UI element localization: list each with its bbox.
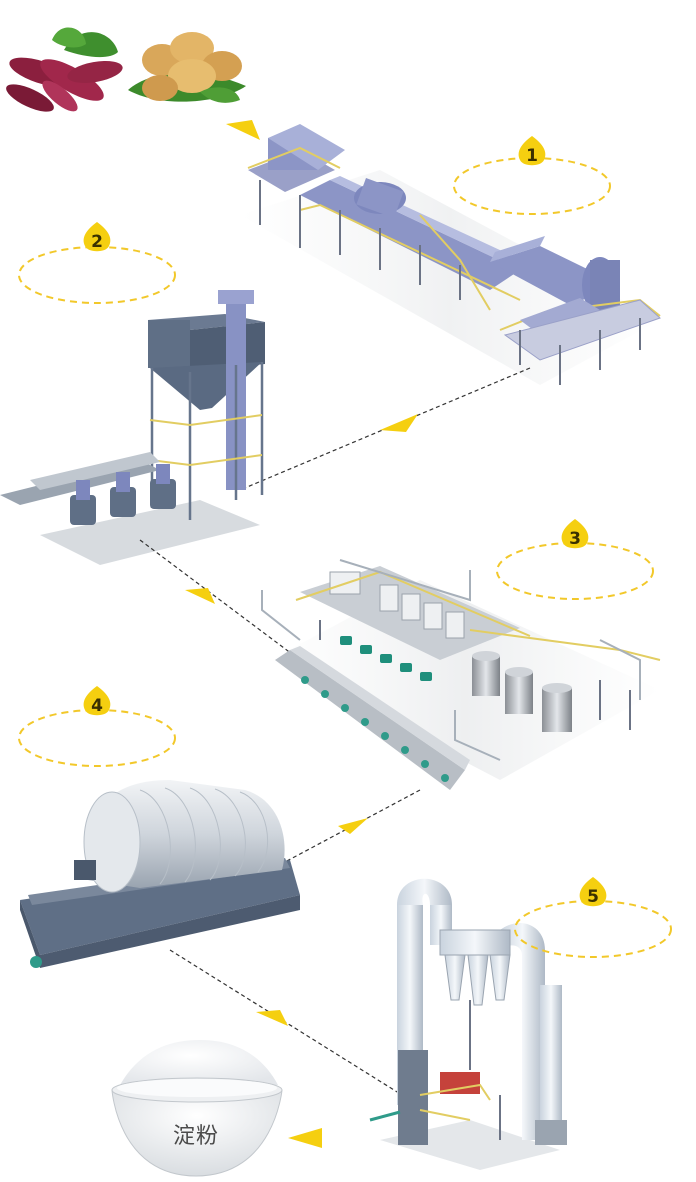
flow-arrow-1-2 xyxy=(380,414,418,432)
step-5-note-oval xyxy=(514,900,672,958)
step-5-badge: 5 xyxy=(579,877,607,907)
product-label: 淀粉 xyxy=(173,1124,219,1149)
vacuum-filter-machine xyxy=(20,780,300,968)
washing-line-machine xyxy=(240,124,661,385)
step-3-badge: 3 xyxy=(561,519,589,549)
flow-line-2-3 xyxy=(139,539,301,661)
step-1-badge: 1 xyxy=(518,136,546,166)
flow-arrow-5-product xyxy=(288,1128,322,1148)
step-3-note-oval xyxy=(496,542,654,600)
step-4-number: 4 xyxy=(91,696,103,716)
flow-arrow-2-3 xyxy=(185,588,215,604)
step-1-note-oval xyxy=(453,157,611,215)
step-2-number: 2 xyxy=(91,232,103,252)
potato-icon xyxy=(128,32,246,103)
flow-arrow-4-5 xyxy=(256,1010,288,1026)
step-1-number: 1 xyxy=(526,146,538,166)
flow-line-4-5 xyxy=(169,949,411,1101)
step-2-note-oval xyxy=(18,246,176,304)
separation-line-machine xyxy=(261,559,661,790)
flow-arrow-1 xyxy=(226,120,260,140)
step-4-badge: 4 xyxy=(83,686,111,716)
step-2-badge: 2 xyxy=(83,222,111,252)
step-3-number: 3 xyxy=(569,529,581,549)
sweet-potato-icon xyxy=(6,27,123,112)
starch-bowl-icon: 淀粉 xyxy=(111,1040,283,1177)
step-4-note-oval xyxy=(18,709,176,767)
step-5-number: 5 xyxy=(587,887,599,907)
flash-dryer-machine xyxy=(369,878,567,1170)
flow-arrow-3-4 xyxy=(338,818,368,834)
crushing-station-machine xyxy=(0,290,265,565)
